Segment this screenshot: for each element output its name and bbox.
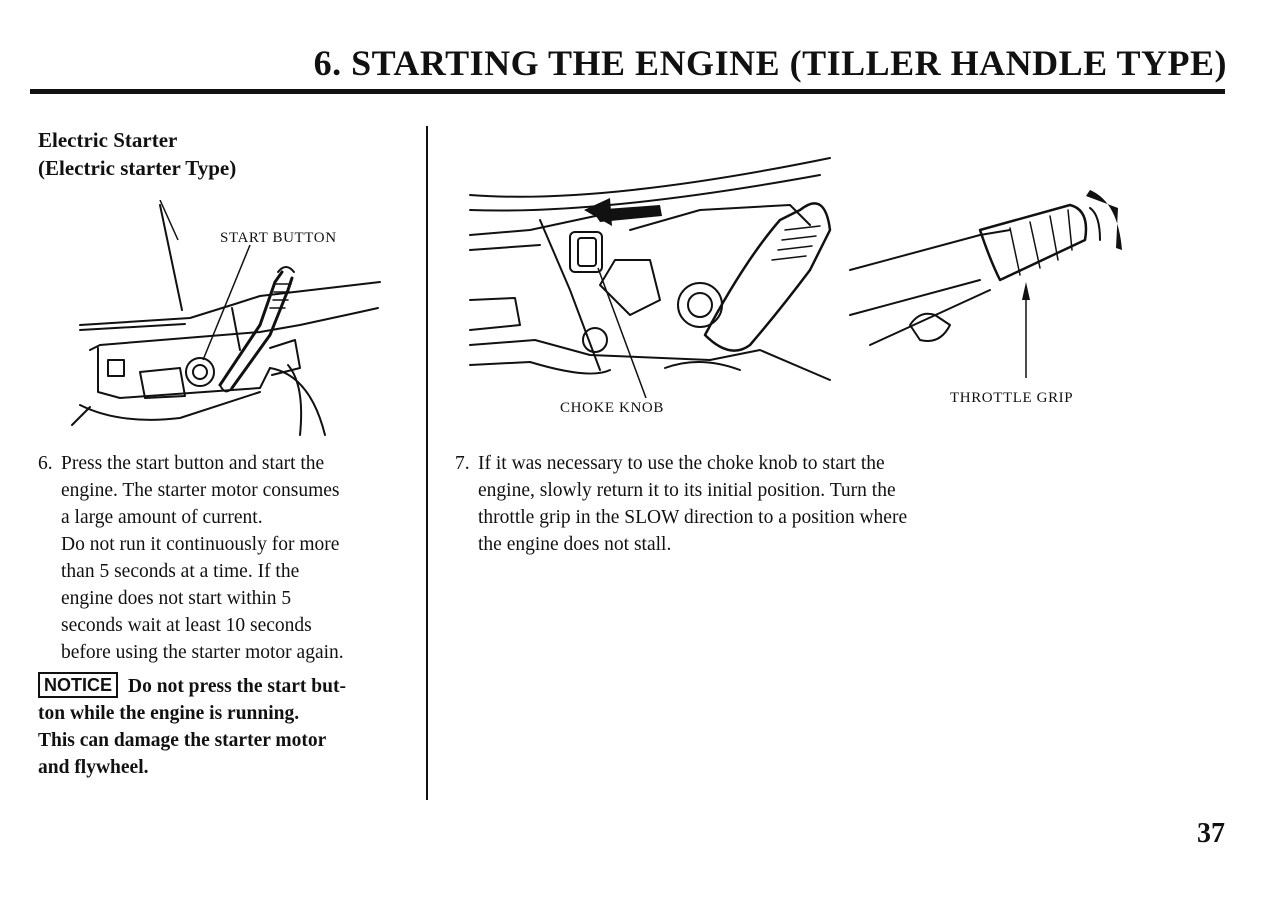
step-7-line: throttle grip in the SLOW direction to a… xyxy=(478,507,908,528)
notice-badge: NOTICE xyxy=(38,672,119,698)
step-6-line: seconds wait at least 10 seconds xyxy=(61,615,312,636)
step-7-text: If it was necessary to use the choke kno… xyxy=(478,450,1015,558)
step-6-line: a large amount of current. xyxy=(61,507,263,528)
section-heading-line-2: (Electric starter Type) xyxy=(38,156,237,180)
step-7-line: the engine does not stall. xyxy=(478,534,672,555)
notice-line: and flywheel. xyxy=(38,757,149,778)
step-6-line: engine. The starter motor consumes xyxy=(61,480,340,501)
throttle-grip-label: THROTTLE GRIP xyxy=(950,390,1073,406)
choke-throttle-illustration: CHOKE KNOB THROTTLE GRIP xyxy=(469,157,1122,416)
step-7: 7. If it was necessary to use the choke … xyxy=(455,450,1015,558)
step-7-number: 7. xyxy=(455,453,470,474)
title-rule xyxy=(30,89,1225,94)
notice-line: This can damage the starter motor xyxy=(38,730,327,751)
step-6: 6. Press the start button and start the … xyxy=(38,450,418,666)
step-7-line: engine, slowly return it to its initial … xyxy=(478,480,896,501)
section-heading-line-1: Electric Starter xyxy=(38,128,178,152)
section-heading: Electric Starter (Electric starter Type) xyxy=(38,126,236,182)
step-6-line: before using the starter motor again. xyxy=(61,642,344,663)
notice-block: NOTICE Do not press the start but- ton wh… xyxy=(38,672,428,781)
notice-line: Do not press the start but- xyxy=(128,676,346,697)
notice-line: ton while the engine is running. xyxy=(38,703,300,724)
start-button-label: START BUTTON xyxy=(220,230,337,246)
step-7-line: If it was necessary to use the choke kno… xyxy=(478,453,885,474)
step-6-text: Press the start button and start the eng… xyxy=(61,450,418,666)
page-number: 37 xyxy=(1197,818,1225,849)
column-divider xyxy=(426,126,428,800)
step-6-number: 6. xyxy=(38,453,53,474)
step-6-line: than 5 seconds at a time. If the xyxy=(61,561,300,582)
step-6-line: engine does not start within 5 xyxy=(61,588,292,609)
choke-knob-label: CHOKE KNOB xyxy=(560,400,664,416)
page-title: 6. STARTING THE ENGINE (TILLER HANDLE TY… xyxy=(313,43,1227,83)
step-6-line: Press the start button and start the xyxy=(61,453,325,474)
step-6-line: Do not run it continuously for more xyxy=(61,534,340,555)
start-button-illustration: START BUTTON xyxy=(71,200,381,436)
